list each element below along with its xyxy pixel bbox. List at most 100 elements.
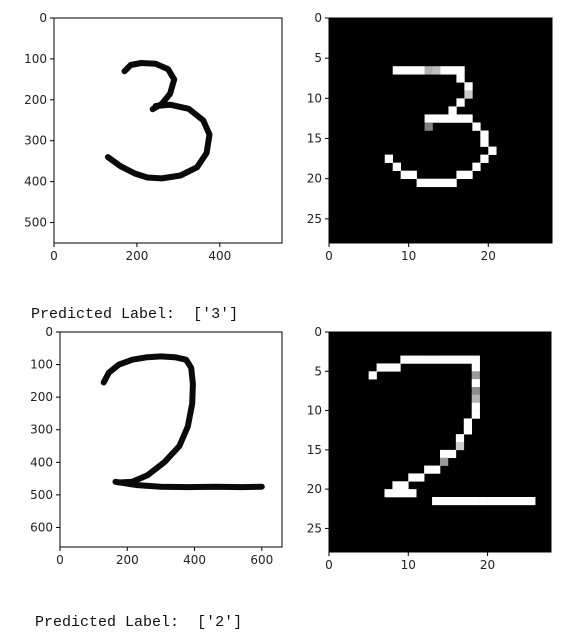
plot-area-1	[54, 18, 282, 243]
plot-area-4	[329, 332, 551, 552]
pixel-cell	[432, 114, 441, 123]
pixel-cell	[479, 497, 488, 506]
pixel-cell	[464, 114, 473, 123]
digit-stroke-1	[100, 353, 196, 486]
pixel-cell	[424, 122, 433, 131]
y-tick-label: 500	[30, 488, 53, 502]
pixel-cell	[448, 114, 457, 123]
y-tick-label: 400	[24, 175, 47, 189]
pixel-cell	[463, 426, 473, 435]
pixel-cell	[424, 465, 433, 474]
pixel-cell	[368, 371, 377, 380]
pixel-cell	[440, 355, 449, 364]
y-tick-label: 200	[24, 93, 47, 107]
x-tick-label: 0	[56, 553, 64, 567]
pixel-cell	[495, 497, 504, 506]
pixel-cell	[471, 497, 480, 506]
y-tick-label: 200	[30, 390, 53, 404]
y-tick-label: 500	[24, 216, 47, 230]
axes-frame-1	[53, 17, 283, 244]
pixel-cell	[408, 170, 417, 180]
pixel-cell	[472, 122, 481, 131]
pixel-cell	[416, 355, 425, 364]
y-tick-label: 5	[314, 364, 322, 378]
pixel-cell	[472, 162, 481, 171]
x-tick-label: 0	[325, 558, 333, 572]
y-tick-label: 300	[24, 134, 47, 148]
pixel-cell	[519, 497, 528, 506]
pixel-cell	[487, 497, 496, 506]
x-tick-label: 200	[125, 249, 148, 263]
x-tick-label: 400	[208, 249, 231, 263]
x-tick-label: 200	[116, 553, 139, 567]
pixel-cell	[471, 371, 480, 380]
pixel-cell	[408, 66, 417, 75]
pixel-cell	[432, 66, 441, 75]
pixel-cell	[392, 481, 401, 490]
pixel-cell	[440, 114, 449, 123]
y-tick-label: 400	[30, 455, 53, 469]
pixel-cell	[464, 170, 473, 180]
y-tick-label: 15	[307, 443, 322, 457]
pixel-cell	[455, 497, 465, 506]
pixel-cell	[447, 355, 457, 364]
pixel-cell	[416, 178, 425, 188]
pixel-cell	[527, 497, 536, 506]
x-tick-label: 10	[401, 558, 416, 572]
digit-stroke-2	[104, 101, 213, 182]
y-tick-label: 100	[24, 52, 47, 66]
pixel-cell	[471, 402, 480, 411]
pixel-cell	[480, 154, 489, 163]
x-tick-label: 0	[325, 249, 333, 263]
pixel-cell	[447, 497, 457, 506]
pixel-cell	[471, 410, 480, 419]
pixel-cell	[384, 154, 394, 163]
pixel-cell	[456, 74, 465, 83]
pixel-cell	[456, 170, 465, 180]
subplot-1: 0 200 400 0 100 200 300 400 500	[24, 11, 283, 263]
pixel-cell	[440, 178, 449, 188]
pixel-cell	[448, 106, 457, 115]
pixel-cell	[471, 387, 480, 396]
pixel-cell	[503, 497, 512, 506]
plot-area-2	[329, 18, 552, 243]
pixel-cell	[471, 363, 480, 372]
pixel-cell	[447, 449, 457, 459]
axes-frame-4	[328, 331, 552, 553]
y-tick-label: 0	[39, 11, 47, 25]
pixel-cell	[448, 178, 457, 188]
pixel-cell	[464, 82, 473, 91]
pixel-cell	[384, 489, 393, 498]
pixel-cell	[424, 114, 433, 123]
pixel-cell	[408, 489, 417, 498]
prediction-value-1: ['3']	[193, 306, 239, 323]
pixel-cell	[480, 130, 489, 139]
x-tick-label: 20	[481, 249, 496, 263]
x-tick-label: 20	[480, 558, 495, 572]
pixel-cell	[424, 66, 433, 75]
pixel-cell	[432, 465, 441, 474]
axes-frame-3	[59, 331, 283, 548]
pixel-cell	[471, 379, 480, 388]
pixel-cell	[432, 355, 441, 364]
y-tick-label: 20	[307, 172, 322, 186]
pixel-cell	[456, 98, 465, 107]
pixel-cell	[384, 363, 393, 372]
pixel-cell	[400, 355, 409, 364]
pixel-cell	[455, 434, 465, 443]
pixel-cell	[471, 394, 480, 404]
y-tick-label: 100	[30, 358, 53, 372]
pixel-cell	[376, 363, 385, 372]
pixel-cell	[400, 481, 409, 490]
pixel-cell	[416, 473, 425, 482]
pixel-cell	[448, 66, 457, 75]
y-tick-label: 5	[314, 51, 322, 65]
pixel-cell	[392, 489, 401, 498]
x-tick-label: 0	[50, 249, 58, 263]
y-tick-label: 0	[45, 325, 53, 339]
y-tick-label: 0	[314, 325, 322, 339]
pixel-cell	[392, 66, 401, 75]
pixel-cell	[440, 66, 449, 75]
